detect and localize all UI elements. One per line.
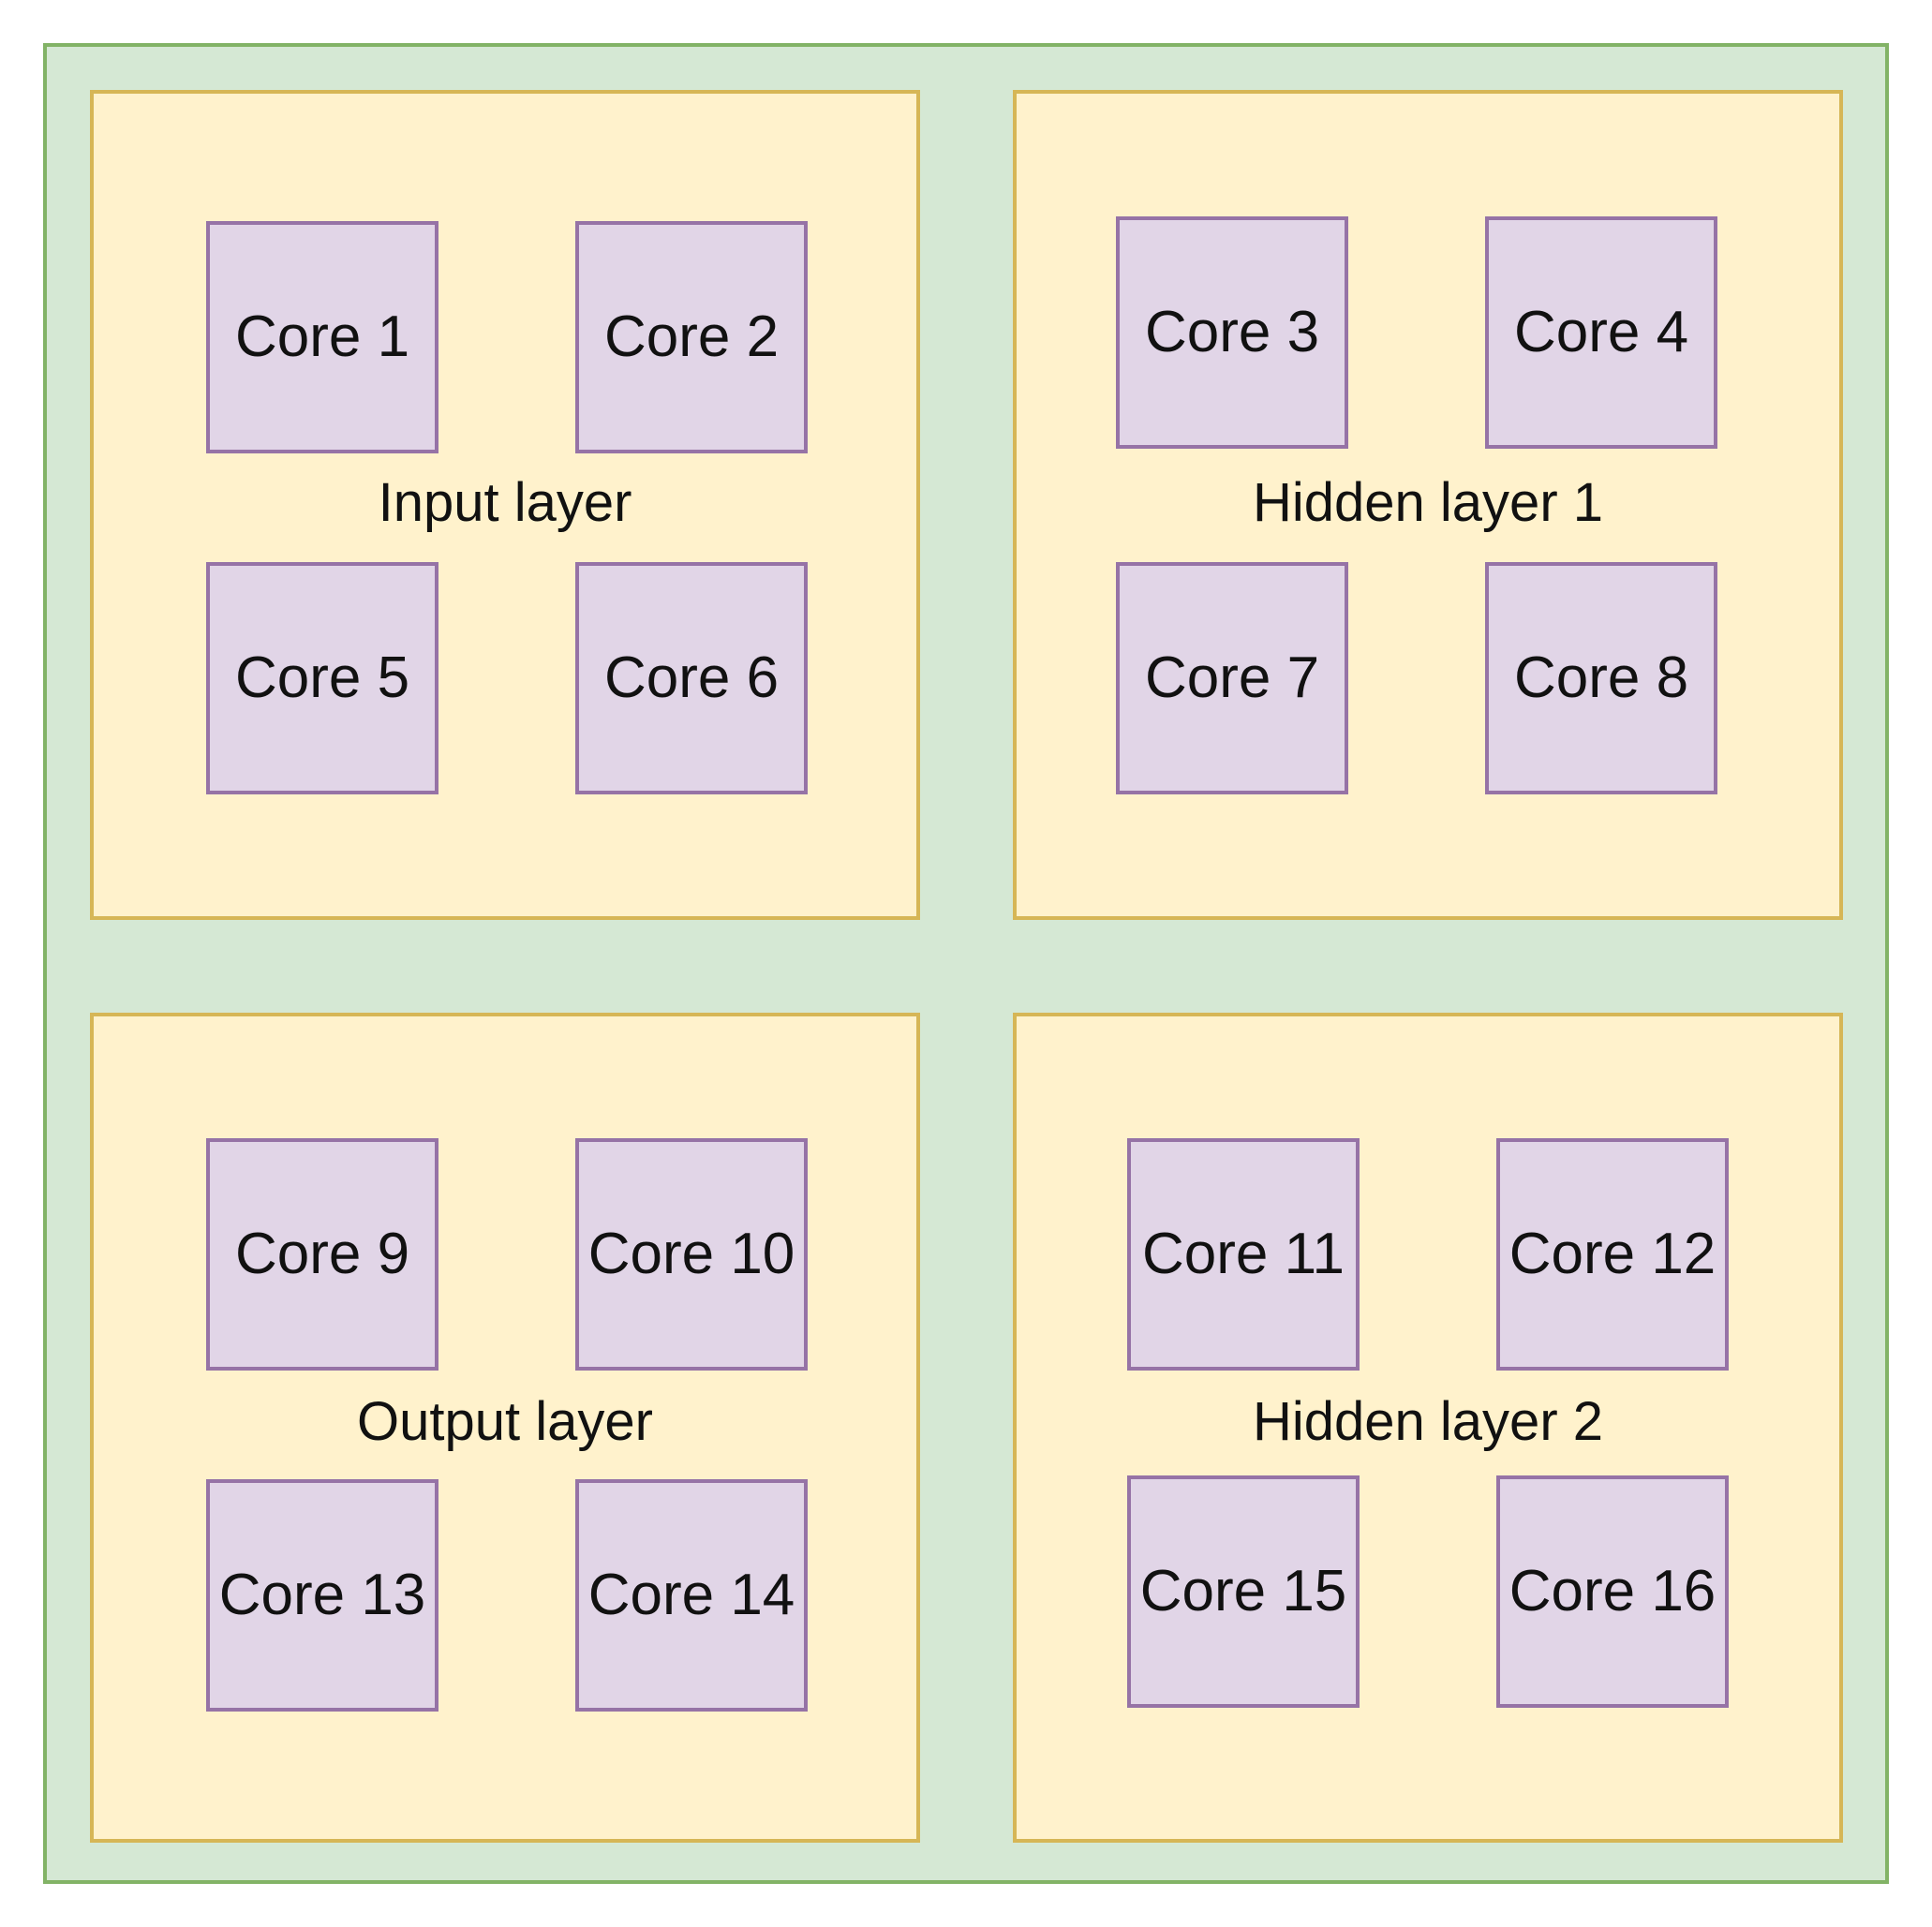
core-label: Core 16 bbox=[1508, 1559, 1717, 1623]
core-label: Core 3 bbox=[1144, 300, 1320, 364]
layer-output: Core 9 Core 10 Output layer Core 13 Core… bbox=[90, 1013, 920, 1843]
core-15: Core 15 bbox=[1127, 1475, 1360, 1708]
core-label: Core 6 bbox=[603, 645, 780, 710]
layer-hidden-1: Core 3 Core 4 Hidden layer 1 Core 7 Core… bbox=[1013, 90, 1843, 920]
core-4: Core 4 bbox=[1485, 216, 1717, 449]
core-14: Core 14 bbox=[575, 1479, 808, 1712]
core-9: Core 9 bbox=[206, 1138, 438, 1371]
core-label: Core 9 bbox=[234, 1222, 410, 1286]
core-label: Core 15 bbox=[1139, 1559, 1347, 1623]
layer-label: Input layer bbox=[378, 472, 632, 533]
core-label: Core 5 bbox=[234, 645, 410, 710]
core-16: Core 16 bbox=[1496, 1475, 1729, 1708]
core-label: Core 2 bbox=[603, 304, 780, 369]
core-label: Core 12 bbox=[1508, 1222, 1717, 1286]
layer-label: Hidden layer 2 bbox=[1253, 1391, 1603, 1452]
layer-label: Hidden layer 1 bbox=[1253, 472, 1603, 533]
core-label: Core 1 bbox=[234, 304, 410, 369]
core-label: Core 8 bbox=[1513, 645, 1689, 710]
layer-hidden-2: Core 11 Core 12 Hidden layer 2 Core 15 C… bbox=[1013, 1013, 1843, 1843]
core-6: Core 6 bbox=[575, 562, 808, 794]
core-8: Core 8 bbox=[1485, 562, 1717, 794]
core-10: Core 10 bbox=[575, 1138, 808, 1371]
core-3: Core 3 bbox=[1116, 216, 1348, 449]
core-label: Core 14 bbox=[587, 1563, 795, 1627]
core-label: Core 7 bbox=[1144, 645, 1320, 710]
core-1: Core 1 bbox=[206, 221, 438, 453]
core-11: Core 11 bbox=[1127, 1138, 1360, 1371]
core-13: Core 13 bbox=[206, 1479, 438, 1712]
layer-input: Core 1 Core 2 Input layer Core 5 Core 6 bbox=[90, 90, 920, 920]
core-2: Core 2 bbox=[575, 221, 808, 453]
core-7: Core 7 bbox=[1116, 562, 1348, 794]
core-label: Core 11 bbox=[1142, 1222, 1345, 1286]
core-label: Core 13 bbox=[218, 1563, 426, 1627]
core-label: Core 4 bbox=[1513, 300, 1689, 364]
chip-container: Core 1 Core 2 Input layer Core 5 Core 6 … bbox=[43, 43, 1889, 1884]
layer-label: Output layer bbox=[357, 1391, 653, 1452]
core-5: Core 5 bbox=[206, 562, 438, 794]
core-12: Core 12 bbox=[1496, 1138, 1729, 1371]
core-label: Core 10 bbox=[587, 1222, 795, 1286]
